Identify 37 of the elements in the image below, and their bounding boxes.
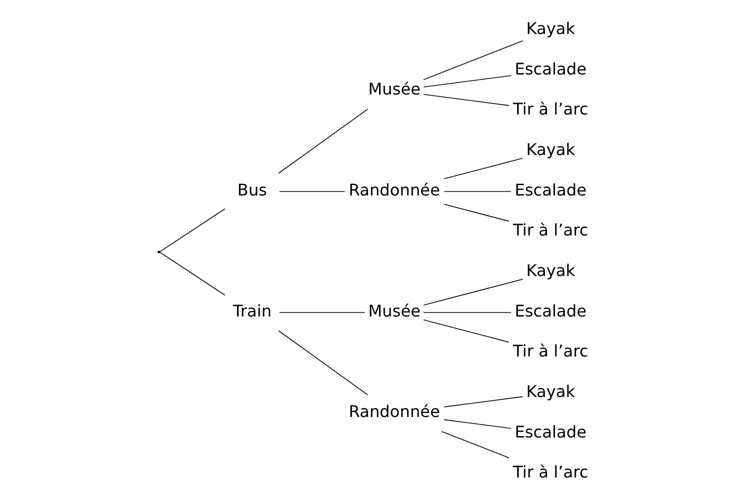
connector	[422, 40, 523, 80]
node-text: Tir à l’arc	[512, 100, 588, 119]
connector	[278, 330, 368, 396]
node-text: Tir à l’arc	[512, 220, 588, 240]
node-text: Randonnée	[348, 180, 440, 200]
connector	[278, 191, 345, 192]
node-text: Escalade	[514, 301, 586, 320]
node-text: Randonnée	[348, 402, 440, 422]
connector	[443, 396, 523, 408]
node-text: Kayak	[526, 19, 575, 38]
connector	[443, 158, 523, 180]
node-text: Musée	[368, 80, 420, 99]
node-text: Tir à l’arc	[512, 462, 588, 482]
connector	[422, 312, 511, 313]
connector	[422, 319, 509, 343]
node-text: Kayak	[526, 140, 575, 160]
connector	[443, 419, 511, 429]
connector	[158, 208, 225, 252]
connector	[278, 108, 368, 174]
connector	[422, 278, 523, 306]
connector	[440, 431, 510, 458]
node-text: Train	[232, 301, 272, 320]
connector	[158, 252, 225, 296]
node-text: Kayak	[526, 260, 575, 280]
node-text: Kayak	[526, 382, 575, 401]
connector	[278, 312, 365, 313]
connector	[443, 204, 509, 222]
node-text: Musée	[368, 301, 420, 320]
node-text: Bus	[236, 180, 267, 200]
node-text: Escalade	[514, 180, 586, 200]
connector	[422, 94, 509, 106]
connector	[422, 75, 511, 88]
connector	[443, 191, 511, 192]
node-point	[157, 250, 160, 254]
node-text: Escalade	[514, 422, 586, 442]
node-text: Escalade	[514, 59, 586, 78]
node-text: Tir à l’arc	[512, 342, 588, 361]
